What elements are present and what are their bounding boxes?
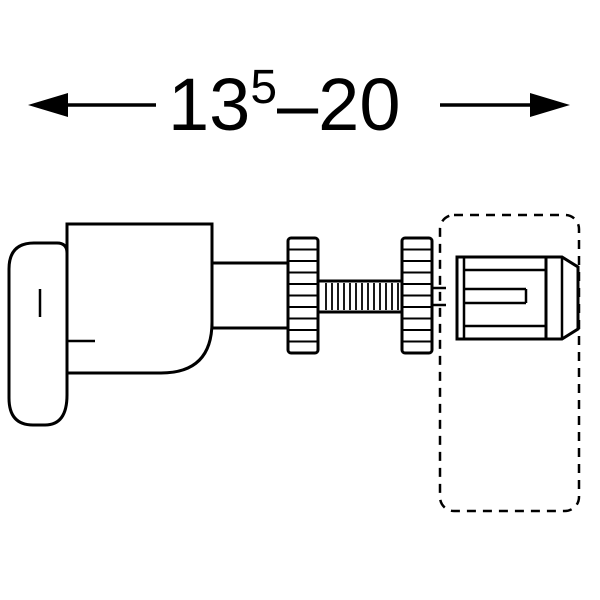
dimension-arrowhead-left <box>28 93 68 117</box>
dimension-line: 135–20 <box>28 61 570 146</box>
coupling-clip-tines <box>464 287 528 305</box>
dimension-label: 135–20 <box>168 61 400 146</box>
rod-stub <box>432 286 446 307</box>
knurled-nut-right <box>400 236 434 355</box>
dimension-label-rest: –20 <box>277 63 400 146</box>
knurled-nut-left <box>286 236 320 355</box>
optional-part-dashed-outline <box>438 213 581 513</box>
valve-body <box>65 222 214 375</box>
threaded-rod <box>316 279 404 314</box>
dimension-label-superscript: 5 <box>250 61 277 114</box>
dimension-label-main: 13 <box>168 63 250 146</box>
dimension-arrowhead-right <box>530 93 570 117</box>
connector-neck <box>210 261 290 330</box>
lever-handle <box>7 241 69 427</box>
thread-hatching <box>325 283 399 310</box>
coupling-fitting <box>455 255 580 341</box>
